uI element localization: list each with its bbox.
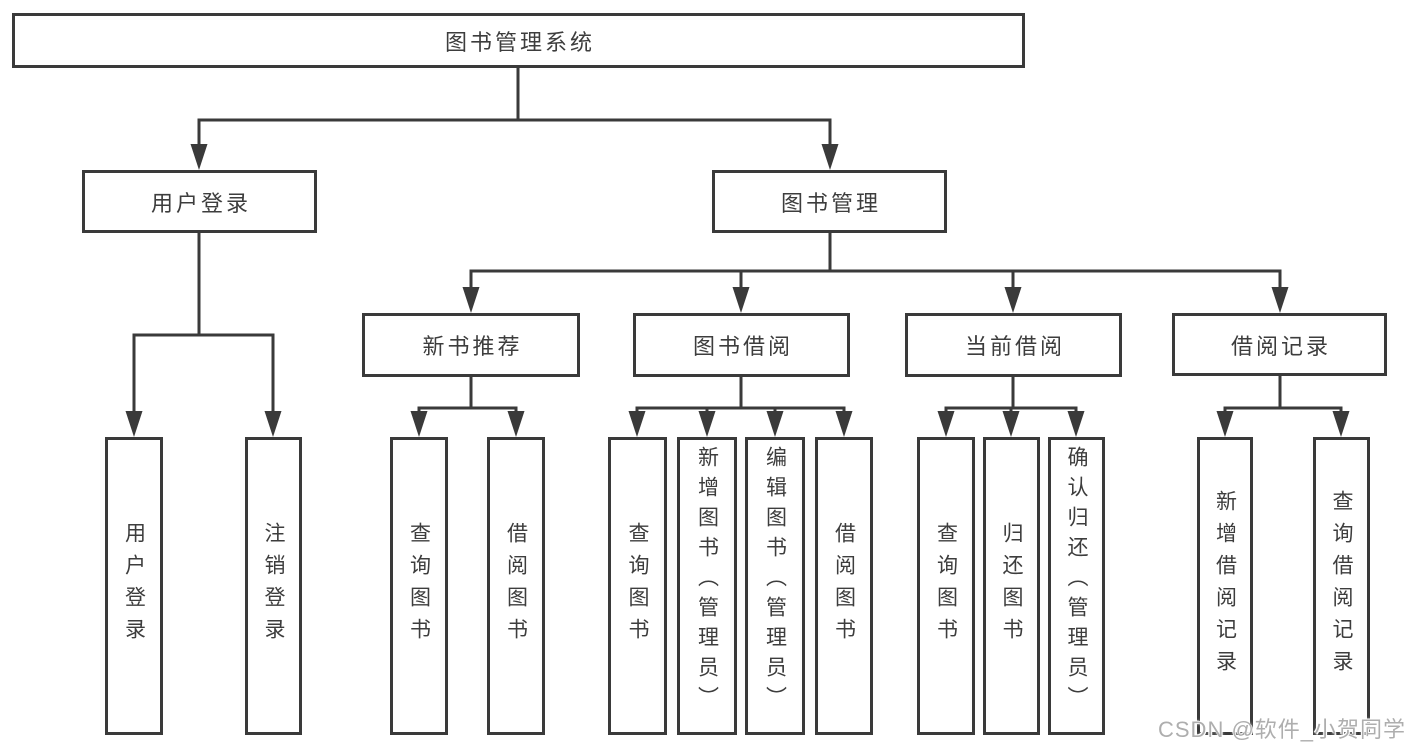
leaf-add-borrow-record: 新增借阅记录 [1197, 437, 1253, 735]
arrow-icon [821, 144, 839, 170]
leaf-return-books: 归还图书 [983, 437, 1040, 735]
arrow-icon [732, 287, 750, 313]
leaf-borrow-books-1: 借阅图书 [487, 437, 545, 735]
arrow-icon [125, 411, 143, 437]
leaf-confirm-return-admin-label: 确认归还（管理员） [1065, 446, 1088, 716]
arrow-icon [698, 411, 716, 437]
leaf-query-books-3-label: 查询图书 [934, 522, 958, 650]
node-book-borrow: 图书借阅 [633, 313, 850, 377]
connector-book-management [469, 231, 1282, 291]
leaf-user-login: 用户登录 [105, 437, 163, 735]
arrow-icon [937, 411, 955, 437]
leaf-borrow-books-2: 借阅图书 [815, 437, 873, 735]
arrow-icon [462, 287, 480, 313]
leaf-edit-book-admin: 编辑图书（管理员） [745, 437, 805, 735]
node-user-login-label: 用户登录 [150, 190, 251, 216]
leaf-query-borrow-record-label: 查询借阅记录 [1330, 490, 1353, 682]
csdn-watermark: CSDN @软件_小贺同学 [1158, 717, 1405, 742]
leaf-borrow-books-2-label: 借阅图书 [832, 522, 856, 650]
leaf-return-books-label: 归还图书 [1000, 522, 1023, 650]
arrow-icon [190, 144, 208, 170]
node-root-label: 图书管理系统 [444, 29, 595, 55]
leaf-confirm-return-admin: 确认归还（管理员） [1048, 437, 1105, 735]
connector-book-borrow [635, 375, 846, 415]
connector-root [197, 66, 832, 148]
connector-current-borrow [944, 375, 1078, 415]
arrow-icon [1067, 411, 1085, 437]
leaf-edit-book-admin-label: 编辑图书（管理员） [763, 446, 787, 716]
arrow-icon [1332, 411, 1350, 437]
arrow-icon [507, 411, 525, 437]
node-user-login: 用户登录 [82, 170, 317, 233]
node-borrow-records-label: 借阅记录 [1230, 333, 1331, 359]
node-current-borrow: 当前借阅 [905, 313, 1122, 377]
arrow-icon [264, 411, 282, 437]
node-book-borrow-label: 图书借阅 [692, 334, 793, 359]
leaf-add-borrow-record-label: 新增借阅记录 [1213, 490, 1237, 682]
leaf-query-books-3: 查询图书 [917, 437, 975, 735]
connector-borrow-records [1223, 373, 1343, 415]
leaf-add-book-admin-label: 新增图书（管理员） [695, 446, 719, 716]
arrow-icon [766, 411, 784, 437]
arrow-icon [1271, 287, 1289, 313]
node-borrow-records: 借阅记录 [1172, 313, 1387, 376]
leaf-query-books-2: 查询图书 [608, 437, 667, 735]
arrow-icon [1004, 287, 1022, 313]
arrow-icon [1216, 411, 1234, 437]
arrow-icon [628, 411, 646, 437]
arrow-icon [835, 411, 853, 437]
connector-new-book [417, 375, 518, 415]
leaf-user-login-label: 用户登录 [122, 522, 146, 650]
arrow-icon [410, 411, 428, 437]
leaf-logout: 注销登录 [245, 437, 302, 735]
connector-user-login [132, 231, 275, 415]
leaf-query-books-1-label: 查询图书 [407, 522, 431, 650]
leaf-query-books-2-label: 查询图书 [626, 522, 649, 650]
node-book-management: 图书管理 [712, 170, 947, 233]
arrow-icon [1002, 411, 1020, 437]
leaf-logout-label: 注销登录 [262, 522, 285, 650]
node-root: 图书管理系统 [12, 13, 1025, 68]
leaf-query-borrow-record: 查询借阅记录 [1313, 437, 1370, 735]
leaf-query-books-1: 查询图书 [390, 437, 448, 735]
leaf-add-book-admin: 新增图书（管理员） [677, 437, 737, 735]
node-current-borrow-label: 当前借阅 [964, 334, 1065, 359]
node-new-book-recommend-label: 新书推荐 [422, 334, 523, 359]
node-book-management-label: 图书管理 [780, 190, 881, 216]
leaf-borrow-books-1-label: 借阅图书 [504, 522, 528, 650]
node-new-book-recommend: 新书推荐 [362, 313, 580, 377]
